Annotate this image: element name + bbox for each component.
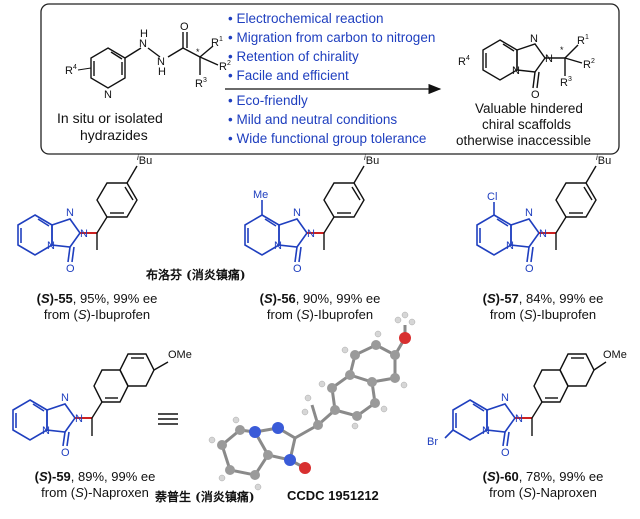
product-n1: N [530,33,538,45]
product-r4: R4 [458,55,470,68]
c59-n3: N [42,425,50,437]
feature-5: • Eco-friendly [228,93,308,108]
feature-6: • Mild and neutral conditions [228,112,397,127]
c57-n2: N [539,228,547,240]
feature-1: • Electrochemical reaction [228,11,384,26]
compound-56-structure [244,200,308,263]
c57-o: O [525,263,534,275]
c60-o: O [501,447,510,459]
c57-n3: N [506,240,514,252]
compound-55-aryl [96,165,138,250]
compound-59-structure [12,399,76,447]
compound-57-structure [476,202,540,263]
compound-59-label: (S)-59, 89%, 99% ee from (S)-Naproxen [34,469,156,500]
compound-59-naphthyl [91,353,169,436]
compound-57-aryl [555,165,597,250]
feature-7: • Wide functional group tolerance [228,131,426,146]
feature-list: • Electrochemical reaction • Migration f… [228,11,435,146]
c59-n2: N [75,413,83,425]
product-o: O [531,89,540,101]
compound-60-label: (S)-60, 78%, 99% ee from (S)-Naproxen [482,469,604,500]
naproxen-note: 萘普生 (消炎镇痛) [155,490,255,504]
c60-ome: OMe [603,349,627,361]
c57-cl: Cl [487,191,497,203]
right-caption-2: chiral scaffolds [482,117,571,132]
product-structure [482,39,583,89]
c59-o: O [61,447,70,459]
atom-o: O [180,21,189,33]
product-r2: R2 [583,58,595,71]
atom-nh: N [139,38,147,50]
c56-n2: N [307,228,315,240]
compound-60-naphthyl [531,353,607,436]
product-n2: N [545,53,553,65]
r1-label: R1 [211,36,223,49]
compound-56-aryl [323,165,365,250]
left-caption-1: In situ or isolated [57,110,163,126]
compound-55-label: (S)-55, 95%, 99% ee from (S)-Ibuprofen [36,291,158,322]
c60-n1: N [501,392,509,404]
equivalence-symbol [158,413,178,425]
compound-56-label: (S)-56, 90%, 99% ee from (S)-Ibuprofen [259,291,381,322]
c59-ome: OMe [168,349,192,361]
c60-br: Br [427,436,438,448]
crystal-structure [208,311,416,491]
scheme-box [40,3,620,155]
c57-n1: N [525,207,533,219]
left-caption-2: hydrazides [80,127,148,143]
c56-o: O [293,263,302,275]
c60-n3: N [482,425,490,437]
c56-n1: N [293,207,301,219]
feature-4: • Facile and efficient [228,68,349,83]
r3-label: R3 [195,77,207,90]
compound-57-label: (S)-57, 84%, 99% ee from (S)-Ibuprofen [482,291,604,322]
c55-ibu: iBu [137,153,152,167]
c55-o: O [66,263,75,275]
atom-h-2: H [158,66,166,78]
product-star: * [560,45,564,55]
r4-label: R4 [65,64,77,77]
hydrazide-structure [90,32,219,89]
c56-ibu: iBu [364,153,379,167]
product-r3: R3 [560,76,572,89]
c55-n1: N [66,207,74,219]
atom-n: N [104,89,112,101]
product-n3: N [512,65,520,77]
product-r1: R1 [577,34,589,47]
compound-60-structure [444,399,516,447]
atom-nh-2: N [157,56,165,68]
c55-n3: N [47,240,55,252]
right-caption-3: otherwise inaccessible [456,133,591,148]
r2-label: R2 [219,60,231,73]
c55-n2: N [80,228,88,240]
atom-h: H [140,28,148,40]
compound-55-structure [17,214,81,263]
c57-ibu: iBu [596,153,611,167]
right-caption-1: Valuable hindered [475,101,583,116]
c56-me: Me [253,189,268,201]
ccdc-number: CCDC 1951212 [287,488,379,503]
c60-n2: N [515,413,523,425]
c59-n1: N [61,392,69,404]
feature-3: • Retention of chirality [228,49,359,64]
chiral-star: * [196,47,200,57]
c56-n3: N [274,240,282,252]
feature-2: • Migration from carbon to nitrogen [228,30,435,45]
ibuprofen-note: 布洛芬 (消炎镇痛) [146,268,246,282]
